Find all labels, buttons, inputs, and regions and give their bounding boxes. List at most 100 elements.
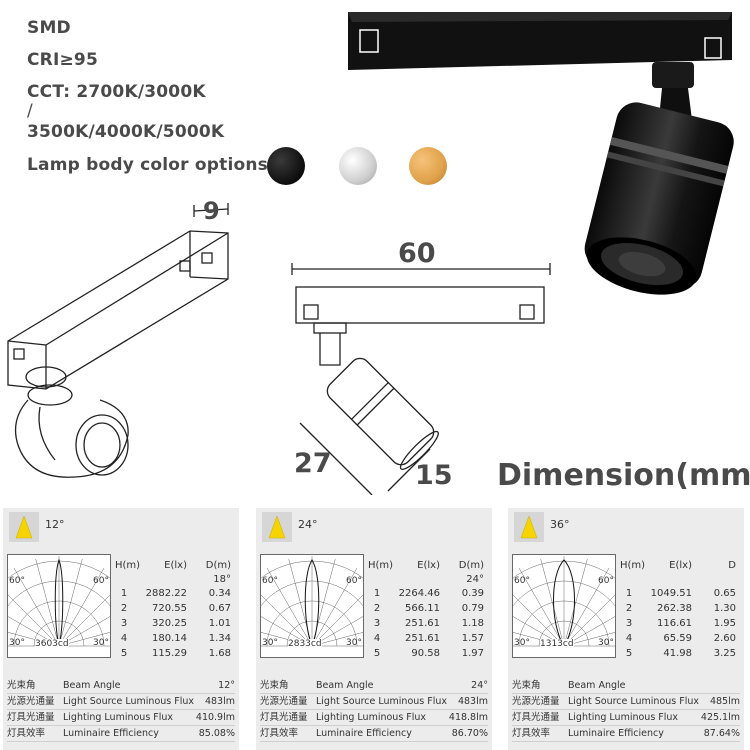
footer-en: Light Source Luminous Flux: [63, 696, 194, 707]
footer-zh: 灯具光通量: [7, 712, 55, 723]
footer-en: Light Source Luminous Flux: [316, 696, 447, 707]
beam-cone-icon: [262, 512, 292, 542]
table-row: 1 1049.51 0.65: [620, 586, 740, 601]
cell-d: 1.01: [208, 618, 231, 629]
beam-angle-label: 12°: [45, 518, 65, 531]
table-row: 4 65.59 2.60: [620, 631, 740, 646]
cell-d: 0.39: [461, 588, 484, 599]
table-row: 5 41.98 3.25: [620, 646, 740, 661]
cell-h: 4: [625, 633, 633, 644]
cell-d: 2.60: [713, 633, 736, 644]
footer-zh: 灯具光通量: [260, 712, 308, 723]
polar-diagram: 60° 60° 30° 30° 3603cd: [7, 554, 111, 658]
table-row: 2 566.11 0.79: [368, 601, 488, 616]
footer-zh: 光源光通量: [260, 696, 308, 707]
footer-row: 灯具光通量 Lighting Luminous Flux 418.8lm: [260, 710, 488, 726]
cell-h: 2: [625, 603, 633, 614]
table-header: H(m) E(lx) D(m): [368, 558, 488, 573]
footer-value: 12°: [218, 680, 235, 691]
footer-en: Lighting Luminous Flux: [63, 712, 174, 723]
cell-h: 3: [373, 618, 381, 629]
cell-e: 90.58: [411, 648, 440, 659]
cell-d: 1.30: [713, 603, 736, 614]
footer-value: 485lm: [709, 696, 740, 707]
header-d: D(m): [458, 560, 484, 571]
header-h: H(m): [620, 560, 646, 571]
footer-en: Lighting Luminous Flux: [316, 712, 427, 723]
spec-footer: 光束角 Beam Angle 12° 光源光通量 Light Source Lu…: [7, 678, 235, 742]
cell-e: 41.98: [663, 648, 692, 659]
cell-h: 5: [625, 648, 633, 659]
footer-value: 85.08%: [198, 728, 235, 739]
footer-zh: 光束角: [512, 680, 541, 691]
cell-h: 1: [373, 588, 381, 599]
footer-value: 418.8lm: [448, 712, 488, 723]
spec-footer: 光束角 Beam Angle 24° 光源光通量 Light Source Lu…: [260, 678, 488, 742]
spec-footer: 光束角 Beam Angle 光源光通量 Light Source Lumino…: [512, 678, 740, 742]
cell-d: 0.79: [461, 603, 484, 614]
beam-cone-icon: [514, 512, 544, 542]
photometric-panel: 36° 60° 60° 30° 30° 1313cd H(m) E(lx) D …: [508, 508, 744, 750]
footer-zh: 灯具效率: [260, 728, 299, 739]
candela-value: 3603cd: [35, 639, 69, 649]
spec-smd: SMD: [27, 18, 71, 38]
footer-en: Luminaire Efficiency: [63, 728, 159, 739]
angle-30-right: 30°: [346, 638, 362, 648]
spec-cct-2: 3500K/4000K/5000K: [27, 122, 225, 142]
spec-cct-slash: /: [27, 101, 33, 121]
polar-diagram: 60° 60° 30° 30° 1313cd: [512, 554, 616, 658]
angle-30-left: 30°: [9, 638, 25, 648]
footer-row: 灯具效率 Luminaire Efficiency 87.64%: [512, 726, 740, 742]
cell-e: 262.38: [657, 603, 692, 614]
angle-row: 24°: [466, 574, 484, 585]
footer-zh: 灯具效率: [7, 728, 46, 739]
table-row: 3 320.25 1.01: [115, 616, 235, 631]
footer-row: 光源光通量 Light Source Luminous Flux 483lm: [7, 694, 235, 710]
table-row: 4 180.14 1.34: [115, 631, 235, 646]
footer-value: 87.64%: [703, 728, 740, 739]
dimension-title: Dimension(mm): [497, 458, 750, 493]
angle-row: 18°: [213, 574, 231, 585]
footer-row: 光束角 Beam Angle 24°: [260, 678, 488, 694]
illuminance-table: H(m) E(lx) D 1 1049.51 0.65 2 262.38 1.3…: [620, 558, 740, 661]
header-e: E(lx): [417, 560, 440, 571]
footer-row: 灯具光通量 Lighting Luminous Flux 425.1lm: [512, 710, 740, 726]
footer-zh: 光束角: [260, 680, 289, 691]
cell-d: 0.65: [713, 588, 736, 599]
cell-d: 0.34: [208, 588, 231, 599]
candela-value: 1313cd: [540, 639, 574, 649]
footer-zh: 光束角: [7, 680, 36, 691]
cell-d: 1.57: [461, 633, 484, 644]
cell-h: 5: [120, 648, 128, 659]
footer-en: Beam Angle: [568, 680, 626, 691]
dim-15-label: 15: [415, 460, 453, 491]
footer-row: 光束角 Beam Angle: [512, 678, 740, 694]
footer-value: 425.1lm: [700, 712, 740, 723]
cell-d: 1.97: [461, 648, 484, 659]
photometric-panel: 12° 60° 60° 30° 30° 3603cd H(m) E(lx) D(…: [3, 508, 239, 750]
cell-h: 3: [120, 618, 128, 629]
beam-angle-label: 24°: [298, 518, 318, 531]
footer-value: 483lm: [457, 696, 488, 707]
footer-en: Lighting Luminous Flux: [568, 712, 679, 723]
angle-60-right: 60°: [346, 576, 362, 586]
footer-zh: 灯具光通量: [512, 712, 560, 723]
cell-e: 115.29: [152, 648, 187, 659]
footer-value: 86.70%: [451, 728, 488, 739]
cell-h: 2: [120, 603, 128, 614]
dim-27-label: 27: [294, 448, 332, 479]
table-row: 3 116.61 1.95: [620, 616, 740, 631]
footer-en: Beam Angle: [63, 680, 121, 691]
cell-d: 1.95: [713, 618, 736, 629]
table-row: 3 251.61 1.18: [368, 616, 488, 631]
cell-h: 2: [373, 603, 381, 614]
product-photo: [348, 12, 734, 295]
footer-value: 410.9lm: [195, 712, 235, 723]
cell-e: 251.61: [405, 633, 440, 644]
header-h: H(m): [368, 560, 394, 571]
footer-en: Light Source Luminous Flux: [568, 696, 699, 707]
footer-value: 24°: [471, 680, 488, 691]
angle-60-left: 60°: [262, 576, 278, 586]
table-header: H(m) E(lx) D(m): [115, 558, 235, 573]
line-drawing-side: [291, 263, 551, 495]
